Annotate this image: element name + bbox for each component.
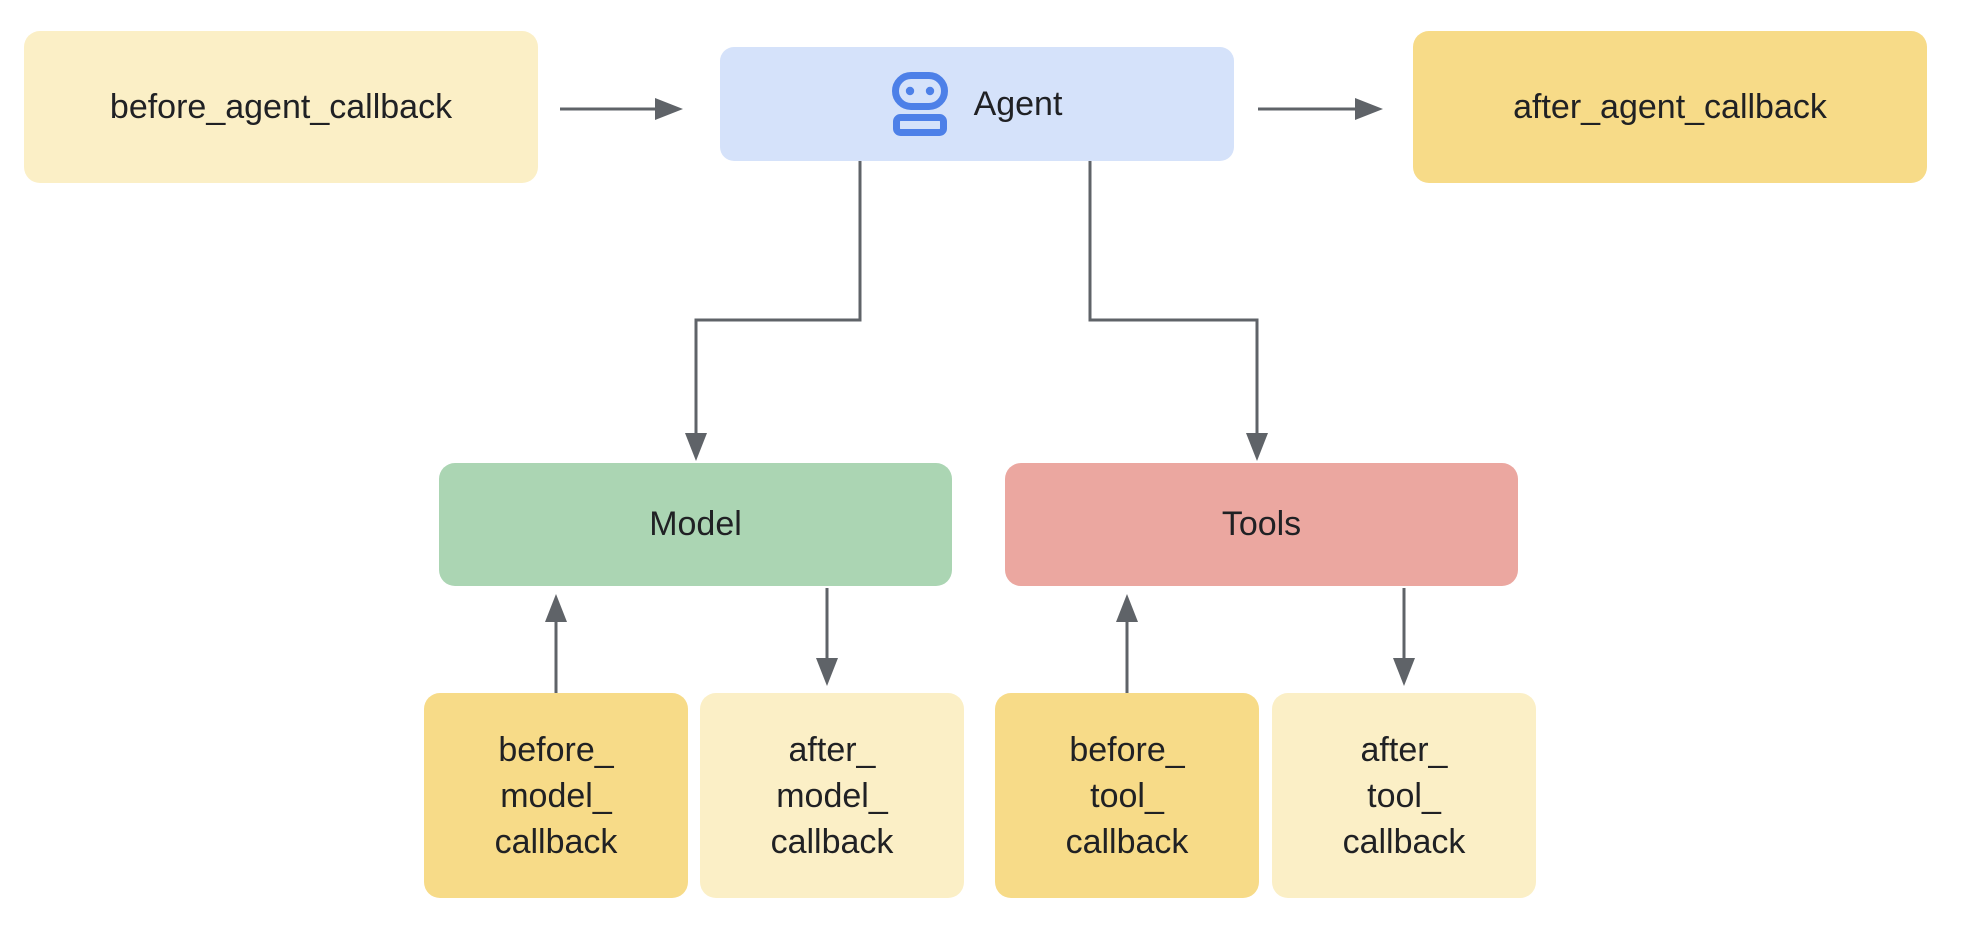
node-before-model-callback: before_ model_ callback [424,693,688,898]
arrow-agent-to-model [685,160,862,461]
node-label: Model [649,505,742,544]
arrow-agent-to-tools [1088,160,1268,461]
node-before-tool-callback: before_ tool_ callback [995,693,1259,898]
node-label: after_ model_ callback [770,730,894,861]
node-model: Model [439,463,952,586]
node-after-agent-callback: after_agent_callback [1413,31,1927,183]
node-label: before_ model_ callback [494,730,618,861]
node-after-model-callback: after_ model_ callback [700,693,964,898]
node-tools: Tools [1005,463,1518,586]
node-before-agent-callback: before_agent_callback [24,31,538,183]
node-label: before_agent_callback [109,87,453,126]
node-label: Tools [1221,505,1302,544]
robot-icon [891,72,948,136]
node-label: after_agent_callback [1513,87,1827,126]
node-label: after_ tool_ callback [1342,730,1466,861]
agent-content: Agent [891,72,1063,136]
node-agent: Agent [720,47,1234,161]
node-after-tool-callback: after_ tool_ callback [1272,693,1536,898]
node-label: Agent [973,84,1063,123]
node-label: before_ tool_ callback [1065,730,1189,861]
